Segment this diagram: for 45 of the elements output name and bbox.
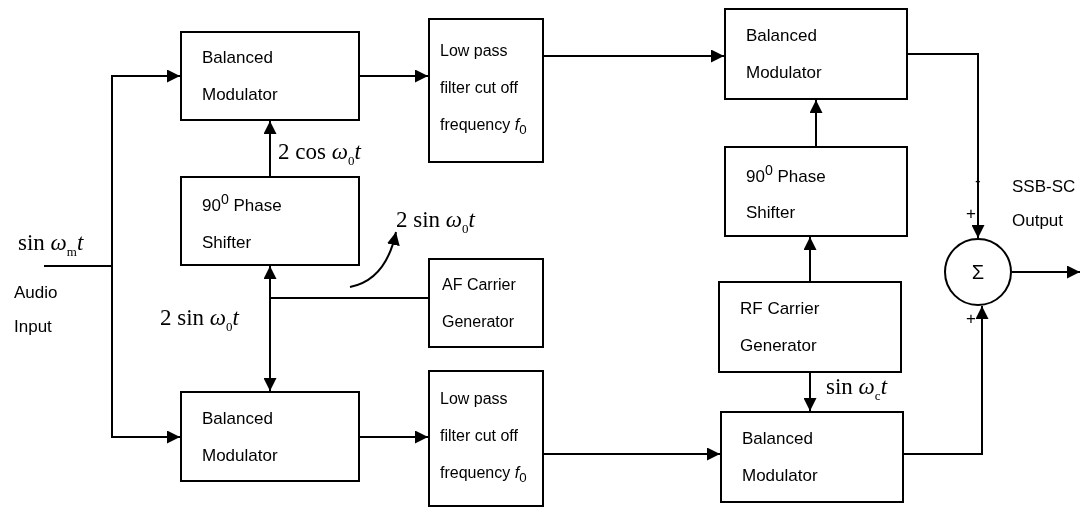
block-box	[428, 370, 544, 507]
signal-label: sin ω$_{m}$t	[18, 231, 84, 258]
arrow	[359, 430, 429, 444]
sign-label: +	[966, 310, 976, 327]
block-box	[180, 31, 360, 121]
input-label: Audio Input	[14, 282, 59, 338]
sign-label: -	[975, 172, 981, 189]
edge-label: 2 cos ω$_{0}$t	[278, 140, 361, 167]
edge-label: 2 sin ω$_{0}$t	[160, 306, 239, 333]
arrow	[809, 99, 823, 147]
curved-arrow	[349, 231, 400, 288]
block-label: AF Carrier Generator	[442, 275, 517, 332]
block-box	[180, 391, 360, 482]
arrow	[543, 447, 721, 461]
block-box	[428, 258, 544, 348]
edge-label: sin ω$_{c}$t	[826, 375, 887, 402]
arrow	[803, 236, 817, 282]
block-label: RF Carrier Generator	[740, 298, 821, 357]
block-label: 90$^{0}$ Phase Shifter	[746, 160, 827, 225]
arrow	[263, 120, 277, 177]
block-box	[180, 176, 360, 266]
block-box	[428, 18, 544, 163]
sigma-symbol: Σ	[971, 259, 985, 285]
signal-label: 2 sin ω$_{0}$t	[396, 207, 475, 235]
arrow	[543, 49, 725, 63]
block-box	[718, 281, 902, 373]
block-label: 90$^{0}$ Phase Shifter	[202, 190, 283, 254]
block-box	[720, 411, 904, 503]
block-label: Low pass filter cut off frequency f$_{0}$	[440, 41, 528, 140]
block-label: Balanced Modulator	[746, 25, 823, 84]
block-label: Balanced Modulator	[202, 47, 279, 106]
output-label: SSB-SC Output	[1012, 176, 1077, 232]
block-box	[724, 8, 908, 100]
block-label: Balanced Modulator	[202, 407, 279, 467]
block-label: Balanced Modulator	[742, 428, 819, 487]
block-box	[724, 146, 908, 237]
arrow	[1011, 265, 1081, 279]
arrow	[903, 305, 989, 455]
block-label: Low pass filter cut off frequency f$_{0}$	[440, 389, 528, 488]
arrow	[803, 372, 817, 412]
sign-label: +	[966, 205, 976, 222]
arrow	[907, 53, 985, 239]
arrow	[43, 265, 181, 444]
arrow	[263, 297, 429, 392]
arrow	[359, 69, 429, 83]
